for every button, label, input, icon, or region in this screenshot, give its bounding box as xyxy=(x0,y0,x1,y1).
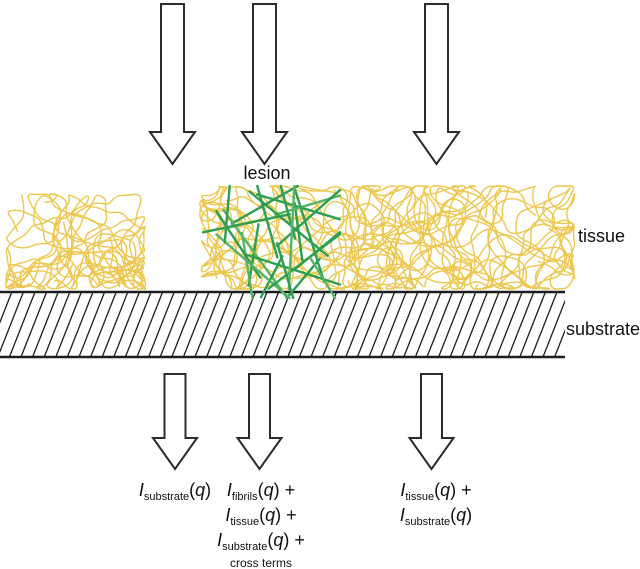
substrate-hatch-line xyxy=(31,291,60,358)
substrate-hatch-line xyxy=(20,291,48,358)
substrate-hatch-line xyxy=(484,291,512,358)
substrate-hatch-line xyxy=(89,291,118,358)
tissue-patch-main xyxy=(199,185,576,290)
substrate-hatch-line xyxy=(228,291,257,358)
substrate-hatch-line xyxy=(170,291,199,358)
substrate-hatch-line xyxy=(159,291,187,358)
substrate-hatch-line xyxy=(542,299,565,358)
substrate-hatch-line xyxy=(101,291,129,358)
result-formula-lesion-region: Ifibrils(q) +Itissue(q) +Isubstrate(q) +… xyxy=(217,480,305,569)
fibril-line xyxy=(293,188,326,283)
fibril-line xyxy=(256,184,279,259)
tissue-strand xyxy=(5,194,146,289)
substrate-hatch-line xyxy=(495,291,524,358)
scattered-beam-arrow-left xyxy=(151,373,199,471)
substrate-hatch-line xyxy=(391,291,419,358)
substrate-hatch-line xyxy=(449,291,477,358)
substrate-hatch-line xyxy=(379,291,408,358)
substrate-hatch-line xyxy=(54,291,83,358)
scattered-beam-arrows xyxy=(151,373,456,471)
fibril-line xyxy=(215,233,291,300)
fibril-line xyxy=(287,184,296,291)
fibril-line xyxy=(247,223,260,287)
substrate-hatch-line xyxy=(66,291,94,358)
substrate-hatch-line xyxy=(437,291,466,358)
substrate-hatch-line xyxy=(507,291,535,358)
fibril-line xyxy=(223,184,231,244)
substrate-hatch-line xyxy=(112,291,141,358)
substrate-hatch-line xyxy=(240,291,268,358)
tissue-strand xyxy=(350,186,575,290)
substrate-hatch-line xyxy=(310,291,338,358)
result-formula-tissue-region: Itissue(q) +Isubstrate(q) xyxy=(399,480,473,528)
substrate-hatch-line xyxy=(472,291,500,358)
scattered-beam-arrow-right xyxy=(407,373,456,471)
substrate-hatch-line xyxy=(426,291,454,358)
substrate-hatch-line xyxy=(0,291,13,324)
substrate-hatch-line xyxy=(286,291,315,358)
tissue-strand xyxy=(27,193,146,289)
substrate-bar xyxy=(0,290,565,359)
incident-beam-arrows xyxy=(148,3,461,166)
fibril-line xyxy=(248,190,329,257)
lesion-label: lesion xyxy=(243,163,291,183)
substrate-hatch-line xyxy=(136,291,164,358)
tissue-strand xyxy=(5,195,100,289)
result-formula-substrate-only: Isubstrate(q) xyxy=(138,480,212,503)
tissue-strand xyxy=(255,185,467,290)
substrate-hatch-line xyxy=(194,291,222,358)
tissue-strand xyxy=(342,185,576,290)
tissue-strand xyxy=(200,185,488,290)
tissue-strand xyxy=(199,185,331,290)
substrate-hatch-line xyxy=(344,291,373,358)
tissue-strand xyxy=(326,185,576,290)
substrate-hatch-line xyxy=(252,291,280,358)
lesion-fibrils xyxy=(201,184,342,300)
substrate-hatch-line xyxy=(518,291,547,358)
substrate-hatch-line xyxy=(43,291,71,358)
substrate-hatch-line xyxy=(78,291,106,358)
incident-beam-arrow-left xyxy=(148,3,197,166)
scattered-beam-arrow-center xyxy=(235,373,284,471)
substrate-hatch-line xyxy=(530,291,558,358)
substrate-hatch-line xyxy=(217,291,245,358)
substrate-hatch-line xyxy=(263,291,292,358)
tissue-strand xyxy=(33,195,147,290)
fibril-line xyxy=(201,213,292,234)
substrate-hatch-line xyxy=(8,291,36,358)
substrate-hatch-line xyxy=(414,291,442,358)
substrate-hatch-line xyxy=(182,291,210,358)
substrate-hatch-line xyxy=(333,291,361,358)
tissue-label: tissue xyxy=(578,226,626,246)
substrate-hatch-line xyxy=(205,291,234,358)
fibril-line xyxy=(240,231,254,300)
fibril-line xyxy=(259,255,284,299)
substrate-label: substrate xyxy=(566,319,640,339)
tissue-strand xyxy=(5,193,145,289)
substrate-hatch-line xyxy=(356,291,384,358)
substrate-hatch-line xyxy=(147,291,176,358)
incident-beam-arrow-center xyxy=(240,3,289,166)
tissue-patch-left xyxy=(5,193,147,290)
fibril-line xyxy=(267,232,342,290)
tissue-strand xyxy=(385,185,515,290)
fibril-line xyxy=(275,188,342,248)
substrate-hatch-line xyxy=(321,291,350,358)
substrate-hatch-line xyxy=(553,328,565,358)
substrate-hatch-line xyxy=(124,291,152,358)
fibril-line xyxy=(309,257,337,300)
substrate-hatch-line xyxy=(402,291,431,358)
fibril-line xyxy=(276,242,295,300)
incident-beam-arrow-right xyxy=(412,3,461,166)
substrate-hatch-line xyxy=(0,291,25,354)
substrate-hatch-line xyxy=(298,291,326,358)
substrate-hatch-line xyxy=(368,291,396,358)
substrate-hatch-line xyxy=(275,291,303,358)
substrate-hatch-line xyxy=(460,291,489,358)
